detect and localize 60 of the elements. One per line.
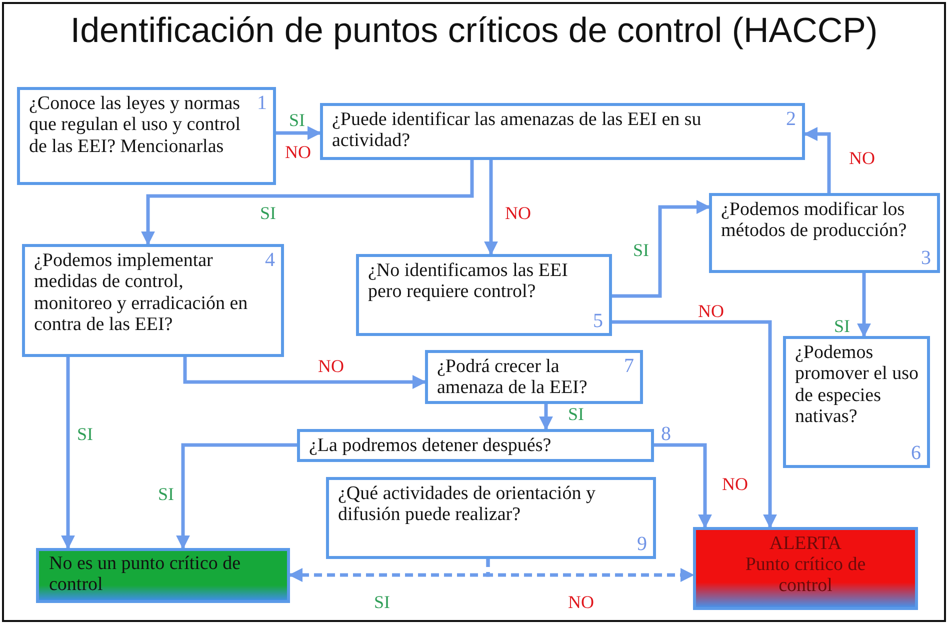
edge-label: SI: [834, 317, 850, 335]
step-number: 6: [911, 443, 921, 463]
arrow: [176, 443, 297, 550]
alert-heading: ALERTA: [769, 534, 842, 555]
step-number: 4: [265, 250, 275, 270]
arrow: [141, 160, 474, 246]
question-text: ¿Podemos implementar medidas de control, monitoreo y erradicación en contra de las EEI?: [34, 250, 249, 336]
arrow: [276, 126, 322, 140]
step-number: 8: [661, 424, 671, 444]
arrow: [612, 200, 710, 298]
step-number: 7: [624, 356, 634, 376]
question-box: [17, 87, 276, 185]
title: Identificación de puntos críticos de control (HACCP): [69, 10, 879, 52]
question-text: ¿Podemos promover el uso de especies nativas?: [795, 342, 920, 428]
arrow: [539, 404, 553, 430]
alert-text: Punto crítico de control: [744, 554, 867, 597]
question-text: ¿Qué actividades de orientación y difusión puede realizar?: [338, 483, 596, 526]
question-box: [425, 350, 643, 404]
question-box: [320, 103, 805, 160]
arrow: [183, 357, 426, 389]
edge-label: NO: [568, 593, 594, 611]
question-text: ¿La podremos detener después?: [309, 435, 552, 456]
dashed-arrow: [486, 559, 694, 582]
alert-box: [693, 527, 918, 610]
edge-label: SI: [77, 425, 93, 443]
arrow: [61, 357, 75, 550]
edge-label: NO: [505, 204, 531, 222]
step-number: 9: [637, 534, 647, 554]
edge-label: SI: [158, 485, 174, 503]
question-text: ¿No identificamos las EEI pero requiere control?: [368, 260, 569, 303]
edge-label: NO: [698, 302, 724, 320]
step-number: 5: [593, 311, 603, 331]
arrow: [654, 443, 712, 528]
edge-label: NO: [849, 149, 875, 167]
step-number: 2: [786, 109, 796, 129]
question-box: [22, 244, 284, 357]
edge-label: NO: [318, 357, 344, 375]
edge-label: SI: [260, 204, 276, 222]
question-box: [326, 477, 656, 559]
arrow: [612, 320, 777, 528]
step-number: 1: [257, 93, 267, 113]
outcome-text: No es un punto crítico de control: [49, 554, 242, 596]
edge-label: NO: [722, 475, 748, 493]
branch-label: NO: [285, 143, 311, 161]
outcome-box: [36, 548, 290, 603]
edge-label: SI: [289, 111, 305, 129]
question-box: [356, 254, 612, 336]
question-box: [783, 336, 930, 468]
question-text: ¿Podrá crecer la amenaza de la EEI?: [437, 356, 588, 399]
question-text: ¿Puede identificar las amenazas de las EEI en su actividad?: [332, 109, 702, 152]
edge-label: SI: [633, 241, 649, 259]
edge-label: SI: [374, 593, 390, 611]
question-text: ¿Conoce las leyes y normas que regulan el uso y control de las EEI? Mencionarlas: [29, 93, 242, 158]
edge-label: SI: [568, 405, 584, 423]
arrow: [804, 127, 831, 193]
question-box: [709, 193, 940, 273]
step-number: 3: [921, 248, 931, 268]
question-text: ¿Podemos modificar los métodos de producción?: [721, 199, 908, 242]
arrow: [484, 160, 498, 256]
arrow: [857, 273, 871, 338]
